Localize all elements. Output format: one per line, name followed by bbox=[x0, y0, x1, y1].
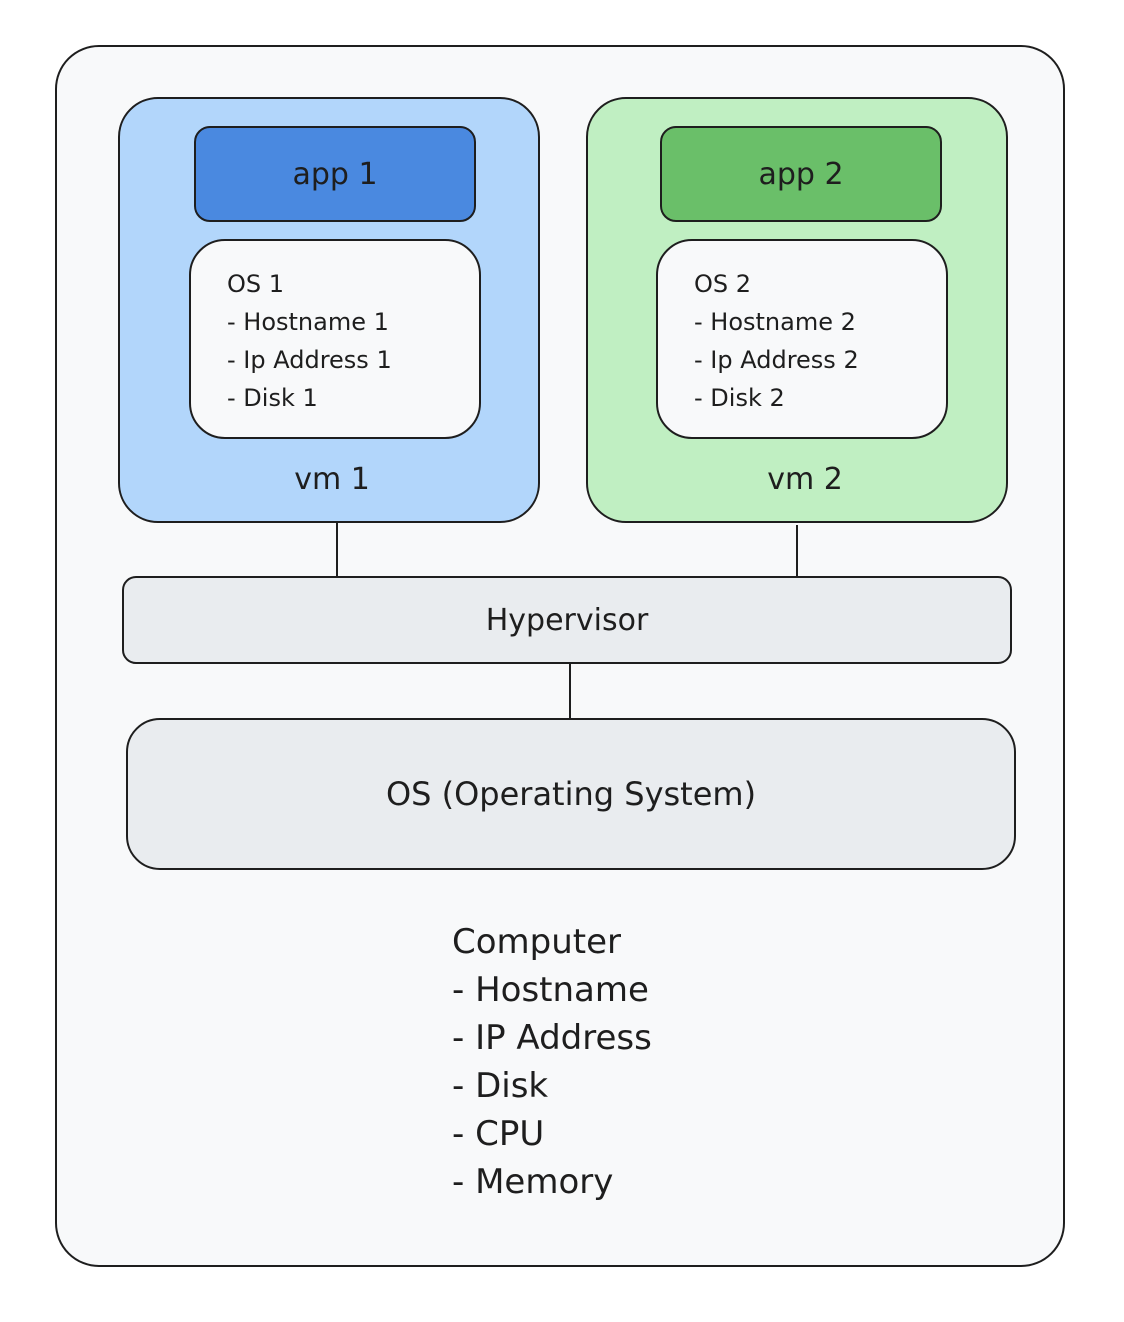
vm1-hypervisor-connector bbox=[336, 523, 338, 576]
vm2-hypervisor-connector bbox=[796, 525, 798, 576]
os2-card: OS 2 - Hostname 2 - Ip Address 2 - Disk … bbox=[656, 239, 948, 439]
app2-box: app 2 bbox=[660, 126, 942, 222]
os1-line: - Ip Address 1 bbox=[227, 346, 392, 374]
os2-line: - Disk 2 bbox=[694, 384, 785, 412]
computer-spec-line: - Disk bbox=[452, 1066, 549, 1106]
os2-line: - Ip Address 2 bbox=[694, 346, 859, 374]
computer-spec-line: - IP Address bbox=[452, 1018, 652, 1058]
computer-spec-line: - Memory bbox=[452, 1162, 614, 1202]
host-os-box: OS (Operating System) bbox=[126, 718, 1016, 870]
app1-box: app 1 bbox=[194, 126, 476, 222]
computer-spec-line: - CPU bbox=[452, 1114, 545, 1154]
app1-label: app 1 bbox=[292, 156, 378, 192]
os1-line: OS 1 bbox=[227, 270, 285, 298]
vm1-label: vm 1 bbox=[294, 462, 370, 497]
os1-line: - Disk 1 bbox=[227, 384, 318, 412]
os1-card: OS 1 - Hostname 1 - Ip Address 1 - Disk … bbox=[189, 239, 481, 439]
app2-label: app 2 bbox=[758, 156, 844, 192]
computer-spec-line: - Hostname bbox=[452, 970, 649, 1010]
hypervisor-os-connector bbox=[569, 664, 571, 718]
vm2-label: vm 2 bbox=[767, 462, 843, 497]
hypervisor-box: Hypervisor bbox=[122, 576, 1012, 664]
os2-line: OS 2 bbox=[694, 270, 752, 298]
hypervisor-label: Hypervisor bbox=[485, 602, 649, 638]
os1-line: - Hostname 1 bbox=[227, 308, 389, 336]
host-os-label: OS (Operating System) bbox=[385, 775, 757, 813]
os2-line: - Hostname 2 bbox=[694, 308, 856, 336]
computer-spec-list: Computer - Hostname - IP Address - Disk … bbox=[452, 918, 652, 1206]
computer-spec-line: Computer bbox=[452, 922, 622, 962]
